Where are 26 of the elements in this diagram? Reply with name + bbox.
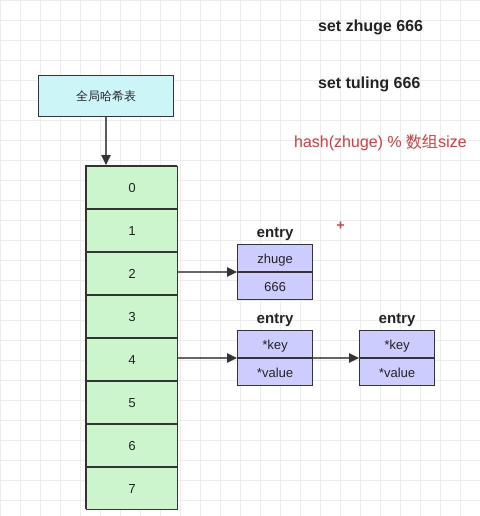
- command-text: set zhuge 666: [318, 18, 423, 36]
- entry-heading: entry: [378, 309, 416, 329]
- entry-heading: entry: [256, 223, 294, 243]
- array-slot: 1: [86, 209, 178, 252]
- array-box: [85, 165, 177, 509]
- entry-field: zhuge: [237, 244, 313, 272]
- array-slot: 3: [86, 295, 178, 338]
- arrow: [101, 117, 111, 165]
- entry-heading: entry: [256, 309, 294, 329]
- entry-field: *key: [359, 330, 435, 358]
- process-box: 全局哈希表: [38, 75, 174, 117]
- arrow: [177, 267, 237, 277]
- entry-field: 666: [237, 272, 313, 300]
- array-slot: 7: [86, 467, 178, 510]
- array-slot: 0: [86, 166, 178, 209]
- entry-field: *value: [237, 358, 313, 386]
- array-slot: 6: [86, 424, 178, 467]
- arrow: [177, 353, 237, 363]
- formula-text: hash(zhuge) % 数组size: [294, 133, 467, 153]
- entry-field: *value: [359, 358, 435, 386]
- array-slot: 4: [86, 338, 178, 381]
- command-text: set tuling 666: [318, 75, 420, 93]
- array-slot: 2: [86, 252, 178, 295]
- entry-field: *key: [237, 330, 313, 358]
- arrow: [313, 353, 359, 363]
- array-slot: 5: [86, 381, 178, 424]
